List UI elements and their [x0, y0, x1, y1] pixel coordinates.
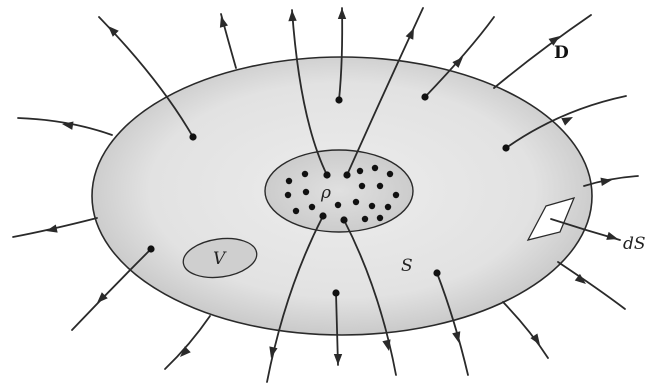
charge-dot: [286, 178, 292, 184]
charge-dot: [309, 204, 315, 210]
field-arrow-head: [46, 224, 58, 232]
charge-dot: [302, 171, 308, 177]
charge-dot: [285, 192, 291, 198]
field-line-origin-dot: [502, 144, 509, 151]
field-arrow-head: [406, 28, 414, 40]
field-arrow-head: [561, 117, 573, 126]
charge-dot: [353, 199, 359, 205]
charge-dot: [369, 203, 375, 209]
field-arrow-head: [452, 331, 460, 343]
charge-dot: [385, 204, 391, 210]
charge-dot: [362, 216, 368, 222]
field-line-origin-dot: [323, 171, 330, 178]
charge-dot: [377, 183, 383, 189]
field-line-origin-dot: [343, 171, 350, 178]
field-arrow-head: [334, 354, 342, 365]
charge-region: [265, 150, 413, 232]
field-arrow-head: [606, 232, 618, 240]
charge-dot: [359, 183, 365, 189]
charge-dot: [372, 165, 378, 171]
label-field-d: D: [554, 43, 569, 63]
field-line-origin-dot: [147, 245, 154, 252]
field-line: [18, 118, 112, 135]
field-arrow-head: [338, 8, 346, 19]
field-line-origin-dot: [433, 269, 440, 276]
charge-dot: [303, 189, 309, 195]
field-line: [503, 302, 548, 358]
field-arrow-head: [288, 10, 296, 21]
field-arrow-head: [382, 339, 390, 351]
field-line-origin-dot: [335, 96, 342, 103]
label-volume-v: V: [213, 249, 227, 269]
field-arrow-head: [220, 16, 228, 28]
charge-dot: [393, 192, 399, 198]
label-surface-element: dS: [623, 234, 645, 254]
label-charge-density: ρ: [320, 183, 331, 203]
field-line-origin-dot: [340, 216, 347, 223]
charge-dot: [377, 215, 383, 221]
field-arrow-head: [269, 346, 277, 358]
field-line-origin-dot: [319, 212, 326, 219]
label-surface-s: S: [401, 256, 413, 276]
field-line: [584, 176, 638, 186]
field-line: [494, 15, 591, 88]
charge-dot: [335, 202, 341, 208]
field-line: [165, 316, 210, 369]
field-line-origin-dot: [332, 289, 339, 296]
field-line-origin-dot: [189, 133, 196, 140]
charge-dot: [293, 208, 299, 214]
field-line-origin-dot: [421, 93, 428, 100]
field-line: [72, 249, 151, 330]
charge-dot: [387, 171, 393, 177]
charge-dot: [357, 168, 363, 174]
field-line: [558, 262, 625, 309]
